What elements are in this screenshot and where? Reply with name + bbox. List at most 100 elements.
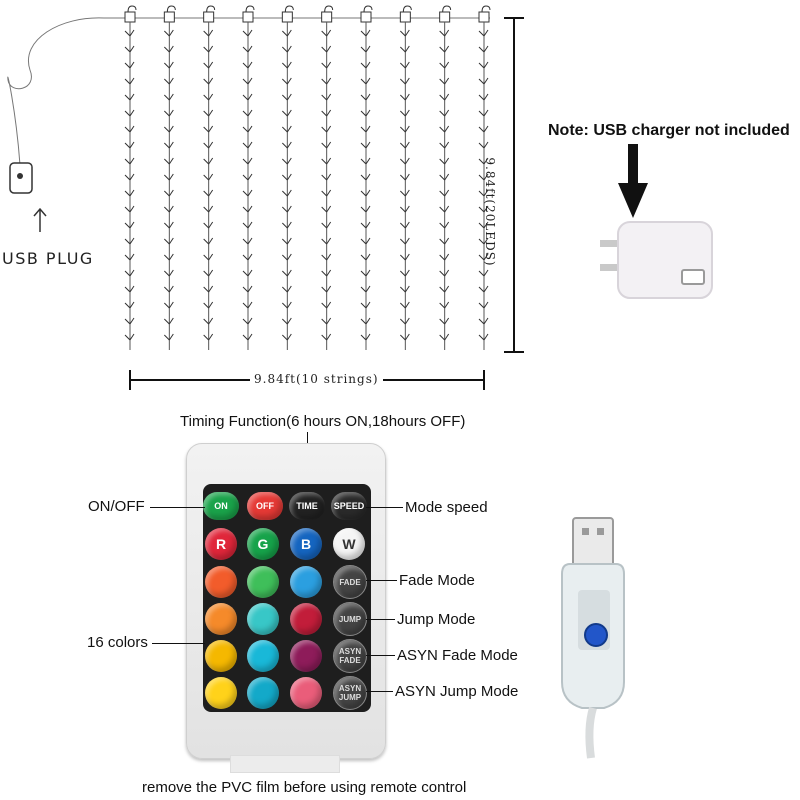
led-bulb [399,109,410,117]
usb-connector [572,517,614,567]
led-bulb [321,237,332,245]
color-button[interactable] [247,677,279,709]
color-button[interactable] [247,603,279,635]
charger-prong-1 [600,240,622,247]
led-bulb [124,237,135,245]
controller-cable [585,706,597,759]
led-bulb [360,189,371,197]
led-bulb [124,141,135,149]
red-button[interactable]: R [205,528,237,560]
led-bulb [203,77,214,85]
led-bulb [439,253,450,261]
color-button[interactable] [205,603,237,635]
color-button[interactable] [290,640,322,672]
string-clip [360,11,372,23]
led-bulb [163,205,174,213]
led-bulb [124,125,135,133]
led-bulb [321,93,332,101]
color-button[interactable] [290,677,322,709]
led-bulb [360,141,371,149]
led-bulb [242,109,253,117]
led-bulb [399,125,410,133]
led-bulb [281,285,292,293]
led-bulb [399,189,410,197]
string-clip [163,11,175,23]
led-bulb [281,45,292,53]
jump-button[interactable]: JUMP [333,602,367,636]
led-bulb [478,285,489,293]
led-bulb [163,285,174,293]
led-bulb [203,141,214,149]
color-button[interactable] [247,566,279,598]
blue-button[interactable]: B [290,528,322,560]
led-bulb [399,237,410,245]
led-bulb [163,45,174,53]
color-button[interactable] [205,566,237,598]
led-bulb [203,61,214,69]
led-bulb [360,221,371,229]
led-bulb [281,173,292,181]
led-bulb [360,157,371,165]
led-bulb [163,173,174,181]
led-bulb [321,157,332,165]
color-button[interactable] [290,603,322,635]
controller-button [584,623,608,647]
led-bulb [360,237,371,245]
led-bulb [242,285,253,293]
led-bulb [399,141,410,149]
led-bulb [321,189,332,197]
led-bulb [478,317,489,325]
charger-body [617,221,713,299]
string-clip [321,11,333,23]
color-button[interactable] [290,566,322,598]
led-bulb [360,173,371,181]
led-bulb [439,189,450,197]
color-button[interactable] [205,677,237,709]
fade-caption: Fade Mode [399,572,475,589]
charger-prong-2 [600,264,622,271]
led-bulb [360,61,371,69]
color-button[interactable] [205,640,237,672]
off-button[interactable]: OFF [247,492,283,520]
led-bulb [124,45,135,53]
white-button[interactable]: W [333,528,365,560]
led-bulb [281,205,292,213]
fade-button[interactable]: FADE [333,565,367,599]
led-bulb [281,317,292,325]
asyn-fade-leader [366,655,395,656]
led-bulb [242,237,253,245]
asyn-jump-leader [366,691,393,692]
led-bulb [242,269,253,277]
led-bulb [281,141,292,149]
led-bulb [439,317,450,325]
led-bulb [124,61,135,69]
led-bulb [399,173,410,181]
led-bulb [360,301,371,309]
led-bulb [439,301,450,309]
led-bulb [439,157,450,165]
led-bulb [281,269,292,277]
led-bulb [478,109,489,117]
asyn-jump-button[interactable]: ASYN JUMP [333,676,367,710]
led-bulb [281,189,292,197]
on-button[interactable]: ON [203,492,239,520]
color-button[interactable] [247,640,279,672]
led-bulb [281,301,292,309]
speed-button[interactable]: SPEED [331,492,367,520]
led-bulb [242,221,253,229]
onoff-leader [150,507,205,508]
led-bulb [281,77,292,85]
led-bulb [242,77,253,85]
time-button[interactable]: TIME [289,492,325,520]
led-bulb [281,157,292,165]
led-bulb [321,317,332,325]
asyn-fade-button[interactable]: ASYN FADE [333,639,367,673]
led-bulb [203,45,214,53]
led-bulb [242,125,253,133]
led-bulb [163,269,174,277]
hook-icon [363,5,373,13]
led-bulb [203,173,214,181]
led-bulb [163,157,174,165]
usb-plug-arrow-icon [33,207,47,232]
green-button[interactable]: G [247,528,279,560]
